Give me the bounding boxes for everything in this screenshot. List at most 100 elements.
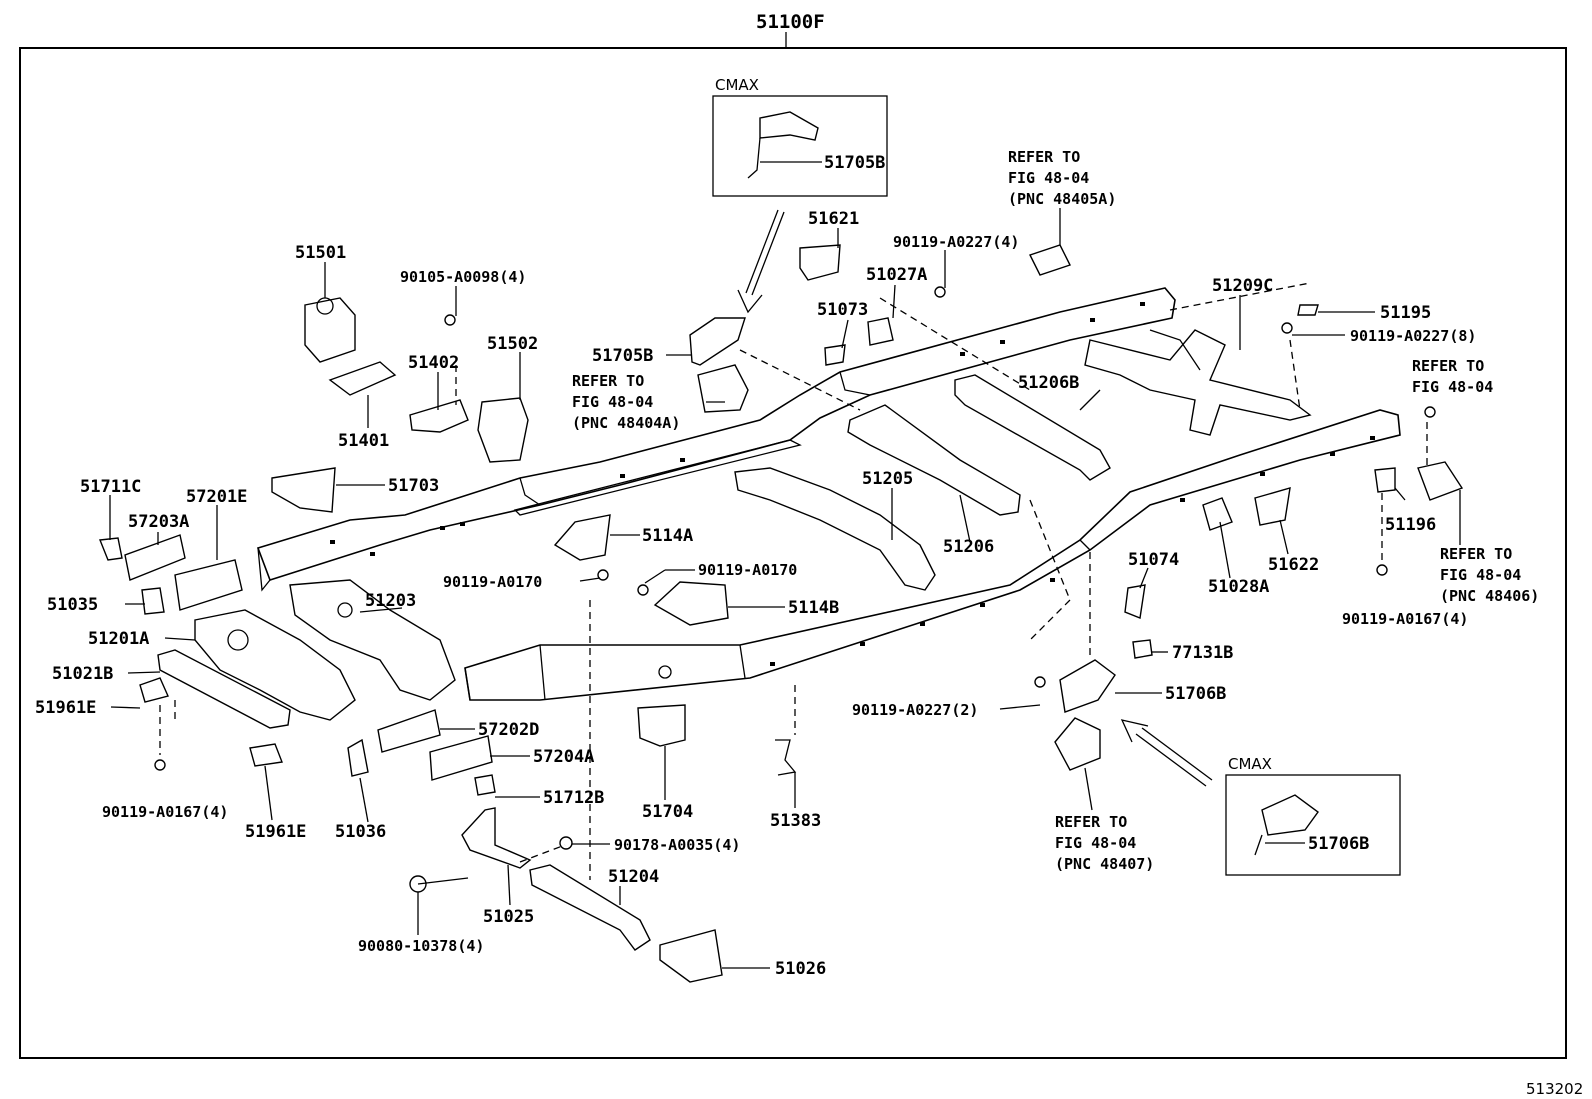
arrow-icon-top — [737, 209, 785, 314]
part-51036: 51036 — [335, 822, 386, 842]
part-90119-a0227-4: 90119-A0227(4) — [893, 233, 1019, 251]
part-51711c: 51711C — [80, 477, 141, 497]
cmax-box-top: CMAX 51705B — [712, 76, 888, 197]
svg-text:CMAX: CMAX — [715, 76, 759, 94]
svg-text:(PNC 48407): (PNC 48407) — [1055, 855, 1154, 873]
part-57204a: 57204A — [533, 747, 594, 767]
frame-rail-right — [464, 409, 1401, 701]
part-51502: 51502 — [487, 334, 538, 354]
part-51025: 51025 — [483, 907, 534, 927]
mount-48404a — [697, 364, 749, 413]
bracket-51961e-b — [249, 743, 283, 767]
ref-48406: REFER TO FIG 48-04 (PNC 48406) — [1440, 545, 1539, 605]
svg-text:FIG 48-04: FIG 48-04 — [1055, 834, 1136, 852]
leader-lines — [109, 208, 1461, 969]
part-51712b: 51712B — [543, 788, 604, 808]
svg-text:FIG 48-04: FIG 48-04 — [1008, 169, 1089, 187]
mount-5114a — [553, 514, 611, 561]
bracket-51621 — [799, 244, 841, 281]
svg-text:REFER TO: REFER TO — [1412, 357, 1484, 375]
part-51196: 51196 — [1385, 515, 1436, 535]
part-51035: 51035 — [47, 595, 98, 615]
svg-text:REFER TO: REFER TO — [1008, 148, 1080, 166]
part-51961e-a: 51961E — [35, 698, 96, 718]
crossmember-51204 — [529, 864, 651, 951]
crossmember-51203 — [289, 579, 456, 701]
bracket-51035 — [141, 587, 165, 615]
clip-51712b — [474, 774, 496, 796]
part-51622: 51622 — [1268, 555, 1319, 575]
part-51195: 51195 — [1380, 303, 1431, 323]
part-51703: 51703 — [388, 476, 439, 496]
part-51621: 51621 — [808, 209, 859, 229]
mount-48407 — [1054, 717, 1101, 771]
part-51026: 51026 — [775, 959, 826, 979]
part-51027a: 51027A — [866, 265, 927, 285]
part-51073: 51073 — [817, 300, 868, 320]
svg-text:REFER TO: REFER TO — [1440, 545, 1512, 563]
part-90119-a0167-4-b: 90119-A0167(4) — [1342, 610, 1468, 628]
ref-fig-right: REFER TO FIG 48-04 — [1412, 357, 1493, 396]
crossmember-51205 — [734, 467, 936, 591]
right-rail-holes — [770, 436, 1375, 666]
ref-48405a: REFER TO FIG 48-04 (PNC 48405A) — [1008, 148, 1116, 208]
part-51501: 51501 — [295, 243, 346, 263]
bracket-51502 — [477, 397, 529, 463]
part-90119-a0170-a: 90119-A0170 — [443, 573, 542, 591]
crossmember-51021b — [157, 649, 291, 729]
svg-text:FIG 48-04: FIG 48-04 — [572, 393, 653, 411]
arrow-icon-bottom — [1120, 719, 1213, 787]
svg-text:(PNC 48404A): (PNC 48404A) — [572, 414, 680, 432]
part-51383: 51383 — [770, 811, 821, 831]
bracket-51195 — [1297, 304, 1319, 316]
bracket-51036 — [347, 738, 369, 777]
part-57202d: 57202D — [478, 720, 539, 740]
svg-text:REFER TO: REFER TO — [572, 372, 644, 390]
assembly-label: 51100F — [756, 11, 825, 33]
bracket-51705b — [689, 317, 746, 366]
svg-text:CMAX: CMAX — [1228, 755, 1272, 773]
crossmember-51206b — [954, 374, 1111, 481]
bracket-51622 — [1254, 487, 1291, 526]
part-5114b: 5114B — [788, 598, 839, 618]
part-90105: 90105-A0098(4) — [400, 268, 526, 286]
part-90119-a0227-8: 90119-A0227(8) — [1350, 327, 1476, 345]
bracket-51706b — [1059, 659, 1116, 713]
part-51704: 51704 — [642, 802, 693, 822]
part-51706b-cmax: 51706B — [1308, 834, 1369, 854]
bracket-51027a — [867, 317, 894, 346]
crossmember-51201a — [194, 609, 356, 721]
ref-48407: REFER TO FIG 48-04 (PNC 48407) — [1055, 813, 1154, 873]
bracket-51196 — [1374, 467, 1396, 493]
part-51402: 51402 — [408, 353, 459, 373]
bracket-51711c — [99, 537, 123, 561]
part-51706b: 51706B — [1165, 684, 1226, 704]
part-51705b-cmax: 51705B — [824, 153, 885, 173]
part-57201e: 57201E — [186, 487, 247, 507]
part-51961e-b: 51961E — [245, 822, 306, 842]
bracket-51074 — [1124, 584, 1146, 619]
bracket-51073 — [824, 344, 846, 366]
part-51028a: 51028A — [1208, 577, 1269, 597]
bracket-57202d — [377, 709, 441, 753]
svg-text:REFER TO: REFER TO — [1055, 813, 1127, 831]
svg-text:(PNC 48406): (PNC 48406) — [1440, 587, 1539, 605]
clip-77131b — [1132, 639, 1153, 659]
bracket-51703 — [271, 467, 336, 513]
dashed-guides — [159, 282, 1428, 880]
part-5114a: 5114A — [642, 526, 693, 546]
part-51204: 51204 — [608, 867, 659, 887]
part-51201a: 51201A — [88, 629, 149, 649]
ref-48404a: REFER TO FIG 48-04 (PNC 48404A) — [572, 372, 680, 432]
mount-48406 — [1417, 461, 1464, 501]
part-51074: 51074 — [1128, 550, 1179, 570]
cmax-box-bottom: CMAX 51706B — [1225, 755, 1401, 876]
crossmember-51206 — [847, 404, 1021, 516]
bolt-icons — [154, 286, 1436, 893]
part-90119-a0170-b: 90119-A0170 — [698, 561, 797, 579]
part-57203a: 57203A — [128, 512, 189, 532]
mount-5114b — [653, 581, 729, 626]
bracket-51025 — [461, 807, 532, 869]
bracket-51961e-a — [139, 677, 169, 703]
part-90119-a0167-4-a: 90119-A0167(4) — [102, 803, 228, 821]
